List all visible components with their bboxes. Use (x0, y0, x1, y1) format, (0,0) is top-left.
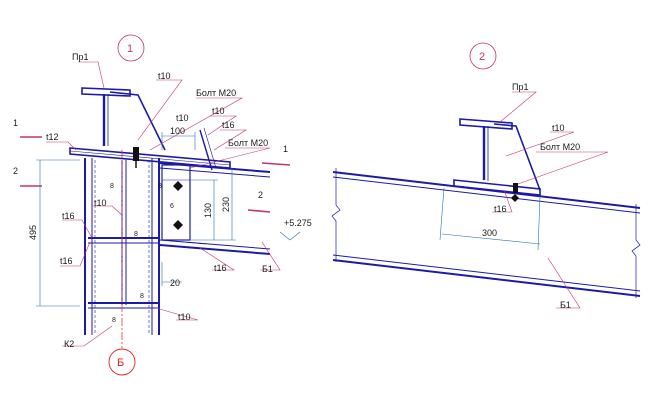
axis-b-line (108, 150, 136, 376)
section-2-right: 2 (258, 190, 263, 200)
label-t12: t12 (46, 132, 59, 142)
connection-plate (161, 164, 191, 241)
bottom-rib (88, 302, 160, 309)
label-bolt-m20-b: Болт М20 (228, 138, 268, 148)
bolt-top-marker (133, 147, 139, 168)
view-2-marker-circle (469, 42, 497, 70)
label-t10-v2: t10 (552, 123, 565, 133)
view-1-marker-circle (117, 34, 145, 62)
label-t10-top: t10 (158, 71, 171, 81)
label-t16-left: t16 (62, 211, 75, 221)
dims-view1 (36, 132, 301, 307)
hidden-lines (94, 160, 150, 335)
dim-20: 20 (170, 278, 180, 288)
view-1-marker: 1 (127, 43, 133, 55)
weld-8e: 8 (158, 183, 162, 190)
section-1-right: 1 (283, 144, 288, 154)
dim-300: 300 (482, 228, 497, 238)
label-t10-c: t10 (176, 113, 189, 123)
label-t16-a: t16 (222, 120, 235, 130)
leaders-v2 (492, 91, 609, 309)
axis-b-label: Б (117, 357, 124, 369)
label-t10-b: t10 (212, 106, 225, 116)
dim-495: 495 (28, 225, 38, 240)
label-pr1: Пр1 (72, 52, 88, 62)
stiffener-t10 (199, 127, 217, 171)
section-1-left: 1 (13, 118, 18, 128)
section-marks (20, 136, 291, 213)
bolt-v2 (511, 183, 519, 202)
label-t16-v2: t16 (494, 204, 507, 214)
break-lines (331, 168, 641, 298)
label-t10-bottom: t10 (178, 312, 191, 322)
view-2: 2 (331, 42, 641, 310)
label-b1-v2: Б1 (560, 300, 571, 310)
label-k2: К2 (64, 339, 74, 349)
label-bolt-m20-v2: Болт М20 (540, 142, 580, 152)
label-bolt-m20-top: Болт М20 (196, 88, 236, 98)
weld-8d: 8 (112, 317, 116, 324)
weld-8c: 8 (140, 293, 144, 300)
beam-rib (159, 239, 206, 250)
purlin-pr1 (81, 87, 166, 151)
purlin-pr1-v2 (459, 118, 541, 191)
bolts (173, 181, 183, 230)
view-2-marker: 2 (479, 51, 485, 63)
base-plate-v2 (453, 179, 541, 196)
weld-8a: 8 (110, 183, 114, 190)
weld-6: 6 (170, 203, 174, 210)
label-t16-bottom: t16 (214, 263, 227, 273)
dim-300-line (439, 187, 541, 251)
label-t10-left: t10 (94, 198, 107, 208)
label-pr1-v2: Пр1 (512, 82, 528, 92)
dim-100: 100 (170, 126, 185, 136)
leaders (46, 61, 281, 347)
mid-rib (88, 237, 160, 244)
section-2-left: 2 (13, 166, 18, 176)
label-t16-left2: t16 (60, 256, 73, 266)
weld-8b: 8 (134, 231, 138, 238)
dim-elev: +5.275 (284, 218, 312, 228)
dim-130: 130 (203, 203, 213, 218)
label-b1: Б1 (262, 264, 273, 274)
dim-230: 230 (221, 197, 231, 212)
view-1: 1 (13, 34, 312, 376)
